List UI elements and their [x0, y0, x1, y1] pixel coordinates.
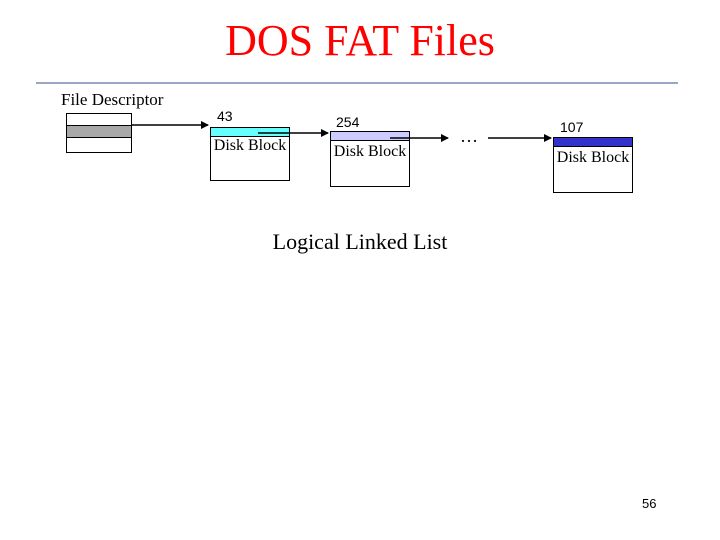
block-link-field-2 — [330, 131, 410, 141]
disk-block-1: Disk Block — [210, 127, 290, 181]
file-descriptor-row — [66, 113, 132, 125]
page-number: 56 — [642, 496, 657, 511]
block-number-1: 43 — [217, 108, 233, 124]
disk-block-label-2: Disk Block — [333, 143, 407, 160]
ellipsis: … — [460, 126, 479, 146]
block-link-field-1 — [210, 127, 290, 137]
file-descriptor-label: File Descriptor — [61, 90, 164, 109]
disk-block-label-3: Disk Block — [556, 149, 630, 166]
disk-block-label-1: Disk Block — [213, 137, 287, 154]
block-number-3: 107 — [560, 119, 584, 135]
file-descriptor-table — [66, 113, 132, 153]
file-descriptor-row — [66, 137, 132, 153]
slide-title: DOS FAT Files — [225, 16, 495, 65]
file-descriptor-row-pointer — [66, 125, 132, 137]
diagram-caption: Logical Linked List — [272, 229, 448, 254]
disk-block-3: Disk Block — [553, 137, 633, 193]
title-divider — [36, 82, 678, 84]
block-number-2: 254 — [336, 114, 360, 130]
disk-block-2: Disk Block — [330, 131, 410, 187]
block-link-field-3 — [553, 137, 633, 147]
